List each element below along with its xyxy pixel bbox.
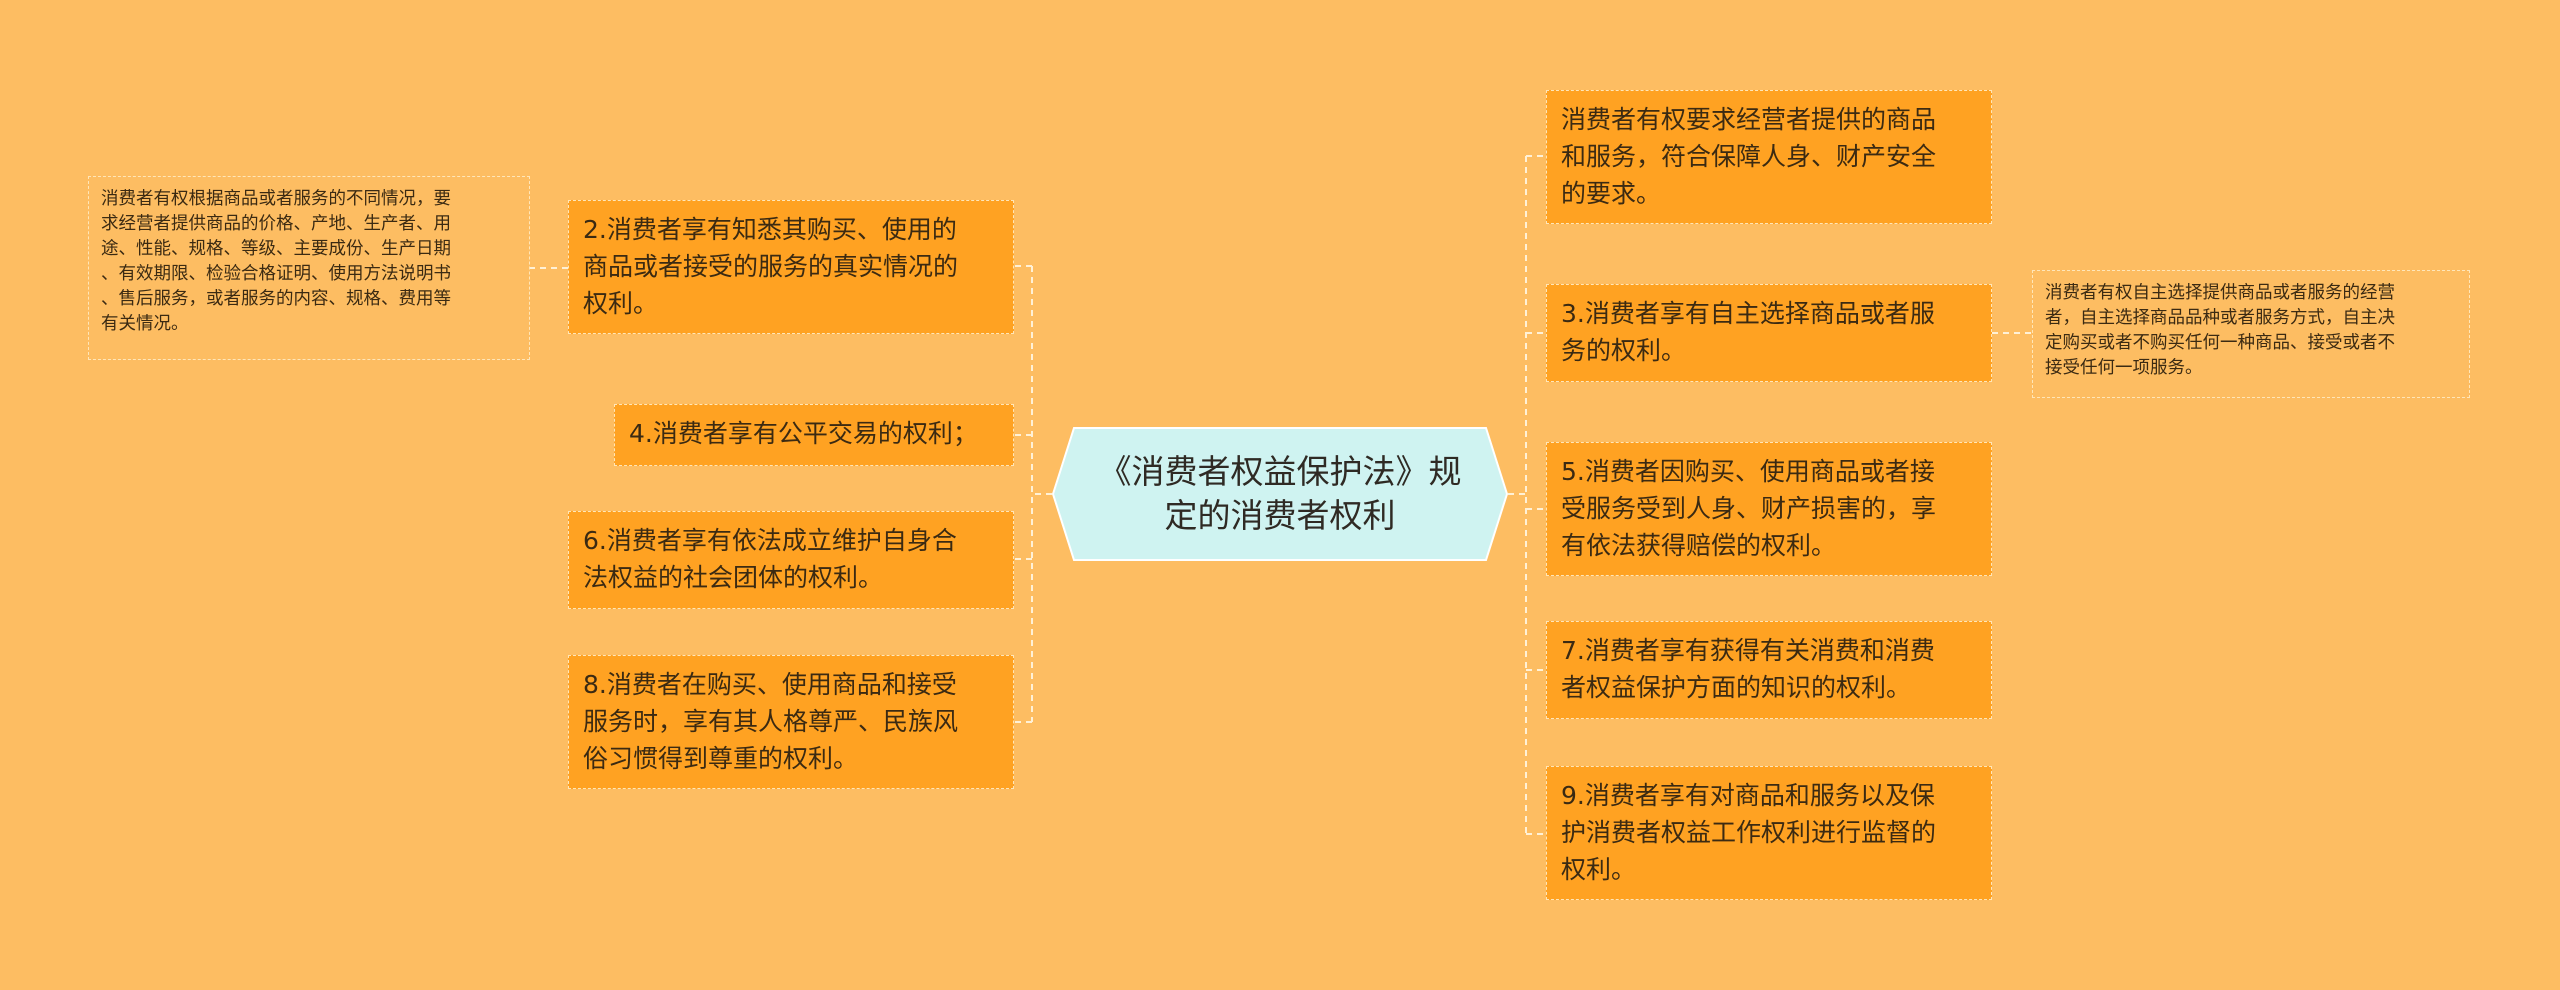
central-topic-shape xyxy=(1052,427,1508,561)
detail-right-to-know[interactable]: 消费者有权根据商品或者服务的不同情况，要 求经营者提供商品的价格、产地、生产者、… xyxy=(88,176,530,360)
central-topic[interactable]: 《消费者权益保护法》规 定的消费者权利 xyxy=(1052,427,1508,561)
central-topic-label: 《消费者权益保护法》规 定的消费者权利 xyxy=(1098,452,1462,535)
topic-knowledge[interactable]: 7.消费者享有获得有关消费和消费 者权益保护方面的知识的权利。 xyxy=(1546,621,1992,719)
topic-free-choice[interactable]: 3.消费者享有自主选择商品或者服 务的权利。 xyxy=(1546,284,1992,382)
topic-compensation[interactable]: 5.消费者因购买、使用商品或者接 受服务受到人身、财产损害的，享 有依法获得赔偿… xyxy=(1546,442,1992,576)
detail-free-choice[interactable]: 消费者有权自主选择提供商品或者服务的经营 者，自主选择商品品种或者服务方式，自主… xyxy=(2032,270,2470,398)
topic-right-to-know[interactable]: 2.消费者享有知悉其购买、使用的 商品或者接受的服务的真实情况的 权利。 xyxy=(568,200,1014,334)
topic-dignity-respect[interactable]: 8.消费者在购买、使用商品和接受 服务时，享有其人格尊严、民族风 俗习惯得到尊重… xyxy=(568,655,1014,789)
topic-supervision[interactable]: 9.消费者享有对商品和服务以及保 护消费者权益工作权利进行监督的 权利。 xyxy=(1546,766,1992,900)
topic-safety-requirement[interactable]: 消费者有权要求经营者提供的商品 和服务，符合保障人身、财产安全 的要求。 xyxy=(1546,90,1992,224)
topic-form-associations[interactable]: 6.消费者享有依法成立维护自身合 法权益的社会团体的权利。 xyxy=(568,511,1014,609)
topic-fair-trade[interactable]: 4.消费者享有公平交易的权利； xyxy=(614,404,1014,466)
